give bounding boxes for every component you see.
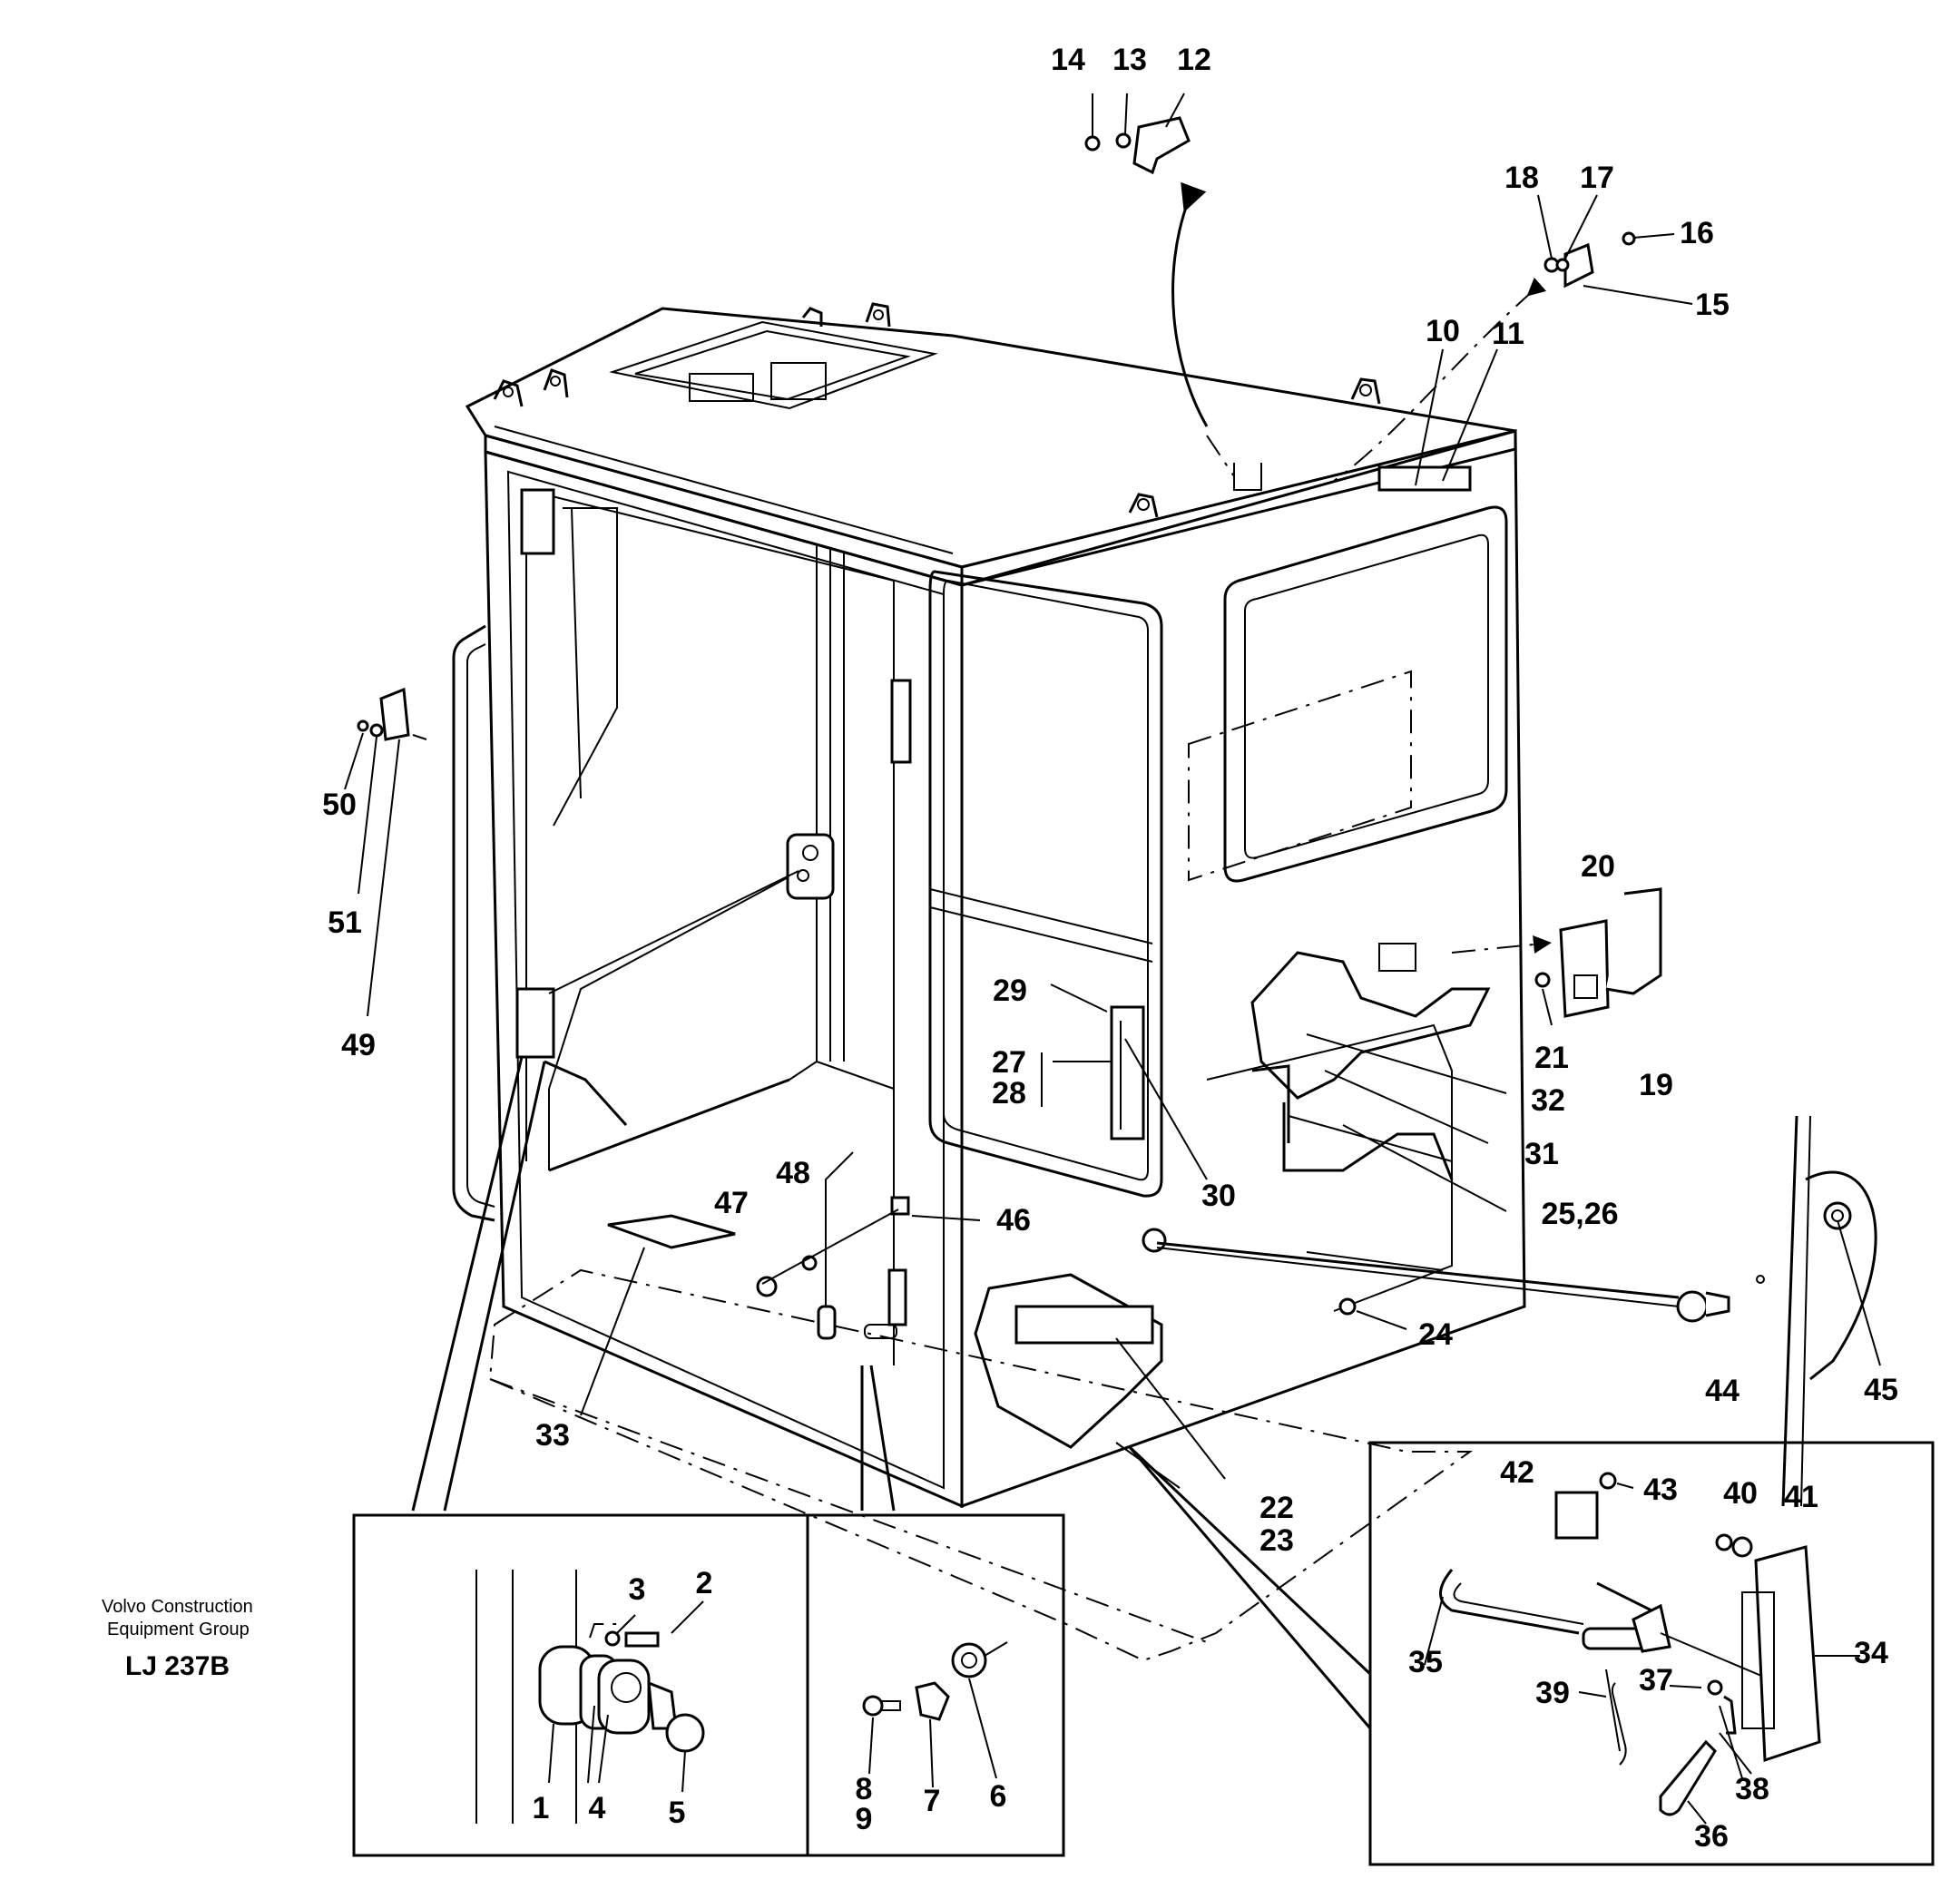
cab-side-frame: [960, 429, 1526, 1509]
callout-50: 50: [322, 788, 357, 822]
callout-14: 14: [1051, 43, 1085, 77]
callout-5: 5: [668, 1796, 686, 1830]
callout-24: 24: [1418, 1317, 1453, 1352]
drawing-reference: LJ 237B: [125, 1651, 230, 1681]
cab-front-frame: [484, 450, 1163, 1509]
callout-48: 48: [776, 1156, 810, 1190]
callout-21: 21: [1534, 1041, 1569, 1075]
callout-40: 40: [1723, 1476, 1758, 1511]
callout-3: 3: [628, 1572, 646, 1607]
callout-46: 46: [996, 1203, 1031, 1238]
callout-11: 11: [1492, 317, 1524, 351]
cab-roof: [465, 302, 1517, 587]
callout-23: 23: [1259, 1523, 1294, 1558]
callout-30: 30: [1201, 1179, 1236, 1213]
callout-42: 42: [1500, 1455, 1534, 1490]
detail-box-hinge: [352, 1513, 809, 1857]
callout-33: 33: [535, 1418, 570, 1453]
callout-12: 12: [1177, 43, 1211, 77]
callout-18: 18: [1504, 161, 1539, 195]
hinge-bracket-12: [1084, 93, 1262, 491]
callout-35: 35: [1408, 1645, 1443, 1679]
callout-31: 31: [1524, 1137, 1559, 1171]
callout-13: 13: [1112, 43, 1147, 77]
door-stop-detail: [1156, 1115, 1881, 1507]
detail-callout-lines: [411, 1056, 1372, 1729]
leader-lines: [580, 348, 1507, 1489]
callout-43: 43: [1643, 1473, 1678, 1507]
callout-19: 19: [1639, 1068, 1673, 1102]
callout-15: 15: [1695, 288, 1730, 322]
callout-16: 16: [1680, 216, 1714, 250]
callout-7: 7: [923, 1784, 941, 1818]
bracket-49: [344, 687, 427, 1017]
base-outline: [488, 1268, 1474, 1662]
detail-box-stop: [806, 1513, 1065, 1857]
latch-bracket: [1451, 887, 1662, 1026]
callout-9: 9: [855, 1802, 873, 1836]
callout-32: 32: [1531, 1083, 1565, 1118]
callout-44: 44: [1705, 1374, 1740, 1408]
callout-37: 37: [1639, 1663, 1673, 1698]
callout-6: 6: [989, 1779, 1007, 1814]
callout-1: 1: [532, 1791, 550, 1825]
callout-41: 41: [1784, 1480, 1818, 1514]
callout-51: 51: [328, 905, 362, 940]
detail-box-latch: [1368, 1441, 1935, 1866]
callout-34: 34: [1854, 1636, 1888, 1670]
callout-22: 22: [1259, 1491, 1294, 1525]
callout-8: 8: [855, 1772, 873, 1806]
callout-4: 4: [588, 1791, 606, 1825]
callout-25-26: 25,26: [1541, 1197, 1619, 1231]
callout-20: 20: [1581, 849, 1615, 884]
callout-27: 27: [992, 1045, 1026, 1080]
pin-24: [1338, 1297, 1407, 1330]
handrail: [452, 624, 495, 1222]
callout-17: 17: [1580, 161, 1614, 195]
callout-49: 49: [341, 1028, 376, 1062]
callout-28: 28: [992, 1076, 1026, 1111]
callout-29: 29: [993, 974, 1027, 1008]
callout-36: 36: [1694, 1819, 1729, 1854]
callout-39: 39: [1535, 1676, 1570, 1710]
callout-10: 10: [1426, 314, 1460, 348]
callout-47: 47: [714, 1186, 749, 1220]
callout-2: 2: [695, 1566, 713, 1600]
door-catch-46: [756, 1196, 981, 1297]
hinge-bracket-15: [1333, 194, 1693, 492]
company-line-2: Equipment Group: [107, 1620, 250, 1639]
company-line-1: Volvo Construction: [102, 1597, 253, 1617]
callout-38: 38: [1735, 1772, 1769, 1806]
callout-45: 45: [1864, 1373, 1898, 1407]
